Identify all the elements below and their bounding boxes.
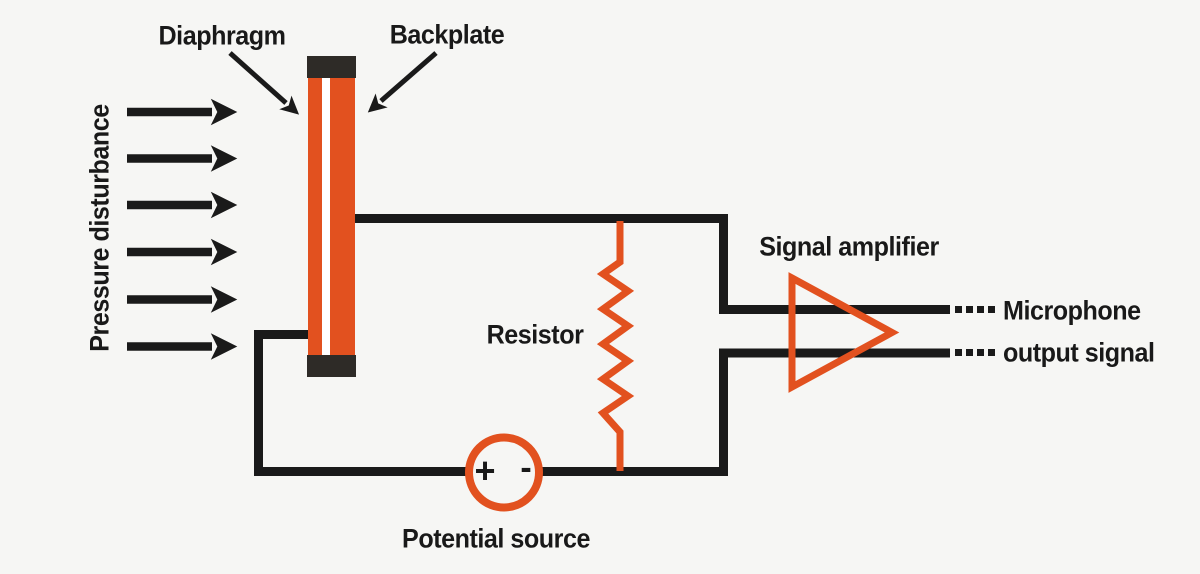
microphone-output-label-line2: output signal [1003, 337, 1155, 368]
potential-source-label: Potential source [402, 523, 590, 554]
capsule-bottom-cap [307, 355, 356, 377]
backplate-label: Backplate [389, 19, 505, 50]
diaphragm-pointer-arrow-icon [228, 51, 300, 115]
capsule-top-cap [307, 56, 356, 78]
source-plus-sign: + [474, 450, 496, 491]
potential-source-symbol [465, 433, 543, 512]
diaphragm-plate [308, 78, 322, 355]
signal-amplifier-label: Signal amplifier [759, 231, 939, 262]
wire-amp-bottom-to-source [541, 348, 950, 476]
wire-source-to-diaphragm [254, 330, 467, 476]
backplate-plate [330, 78, 355, 355]
capacitor-gap [322, 78, 330, 355]
amplifier-symbol [788, 272, 900, 393]
resistor-label: Resistor [486, 319, 584, 350]
source-minus-sign: - [520, 449, 532, 487]
pressure-disturbance-label: Pressure disturbance [84, 104, 115, 352]
microphone-output-label-line1: Microphone [1003, 295, 1141, 326]
wire-backplate-to-amp-top [355, 214, 950, 314]
resistor-symbol [596, 221, 635, 471]
backplate-pointer-arrow-icon [367, 51, 438, 113]
diaphragm-label: Diaphragm [158, 20, 286, 51]
